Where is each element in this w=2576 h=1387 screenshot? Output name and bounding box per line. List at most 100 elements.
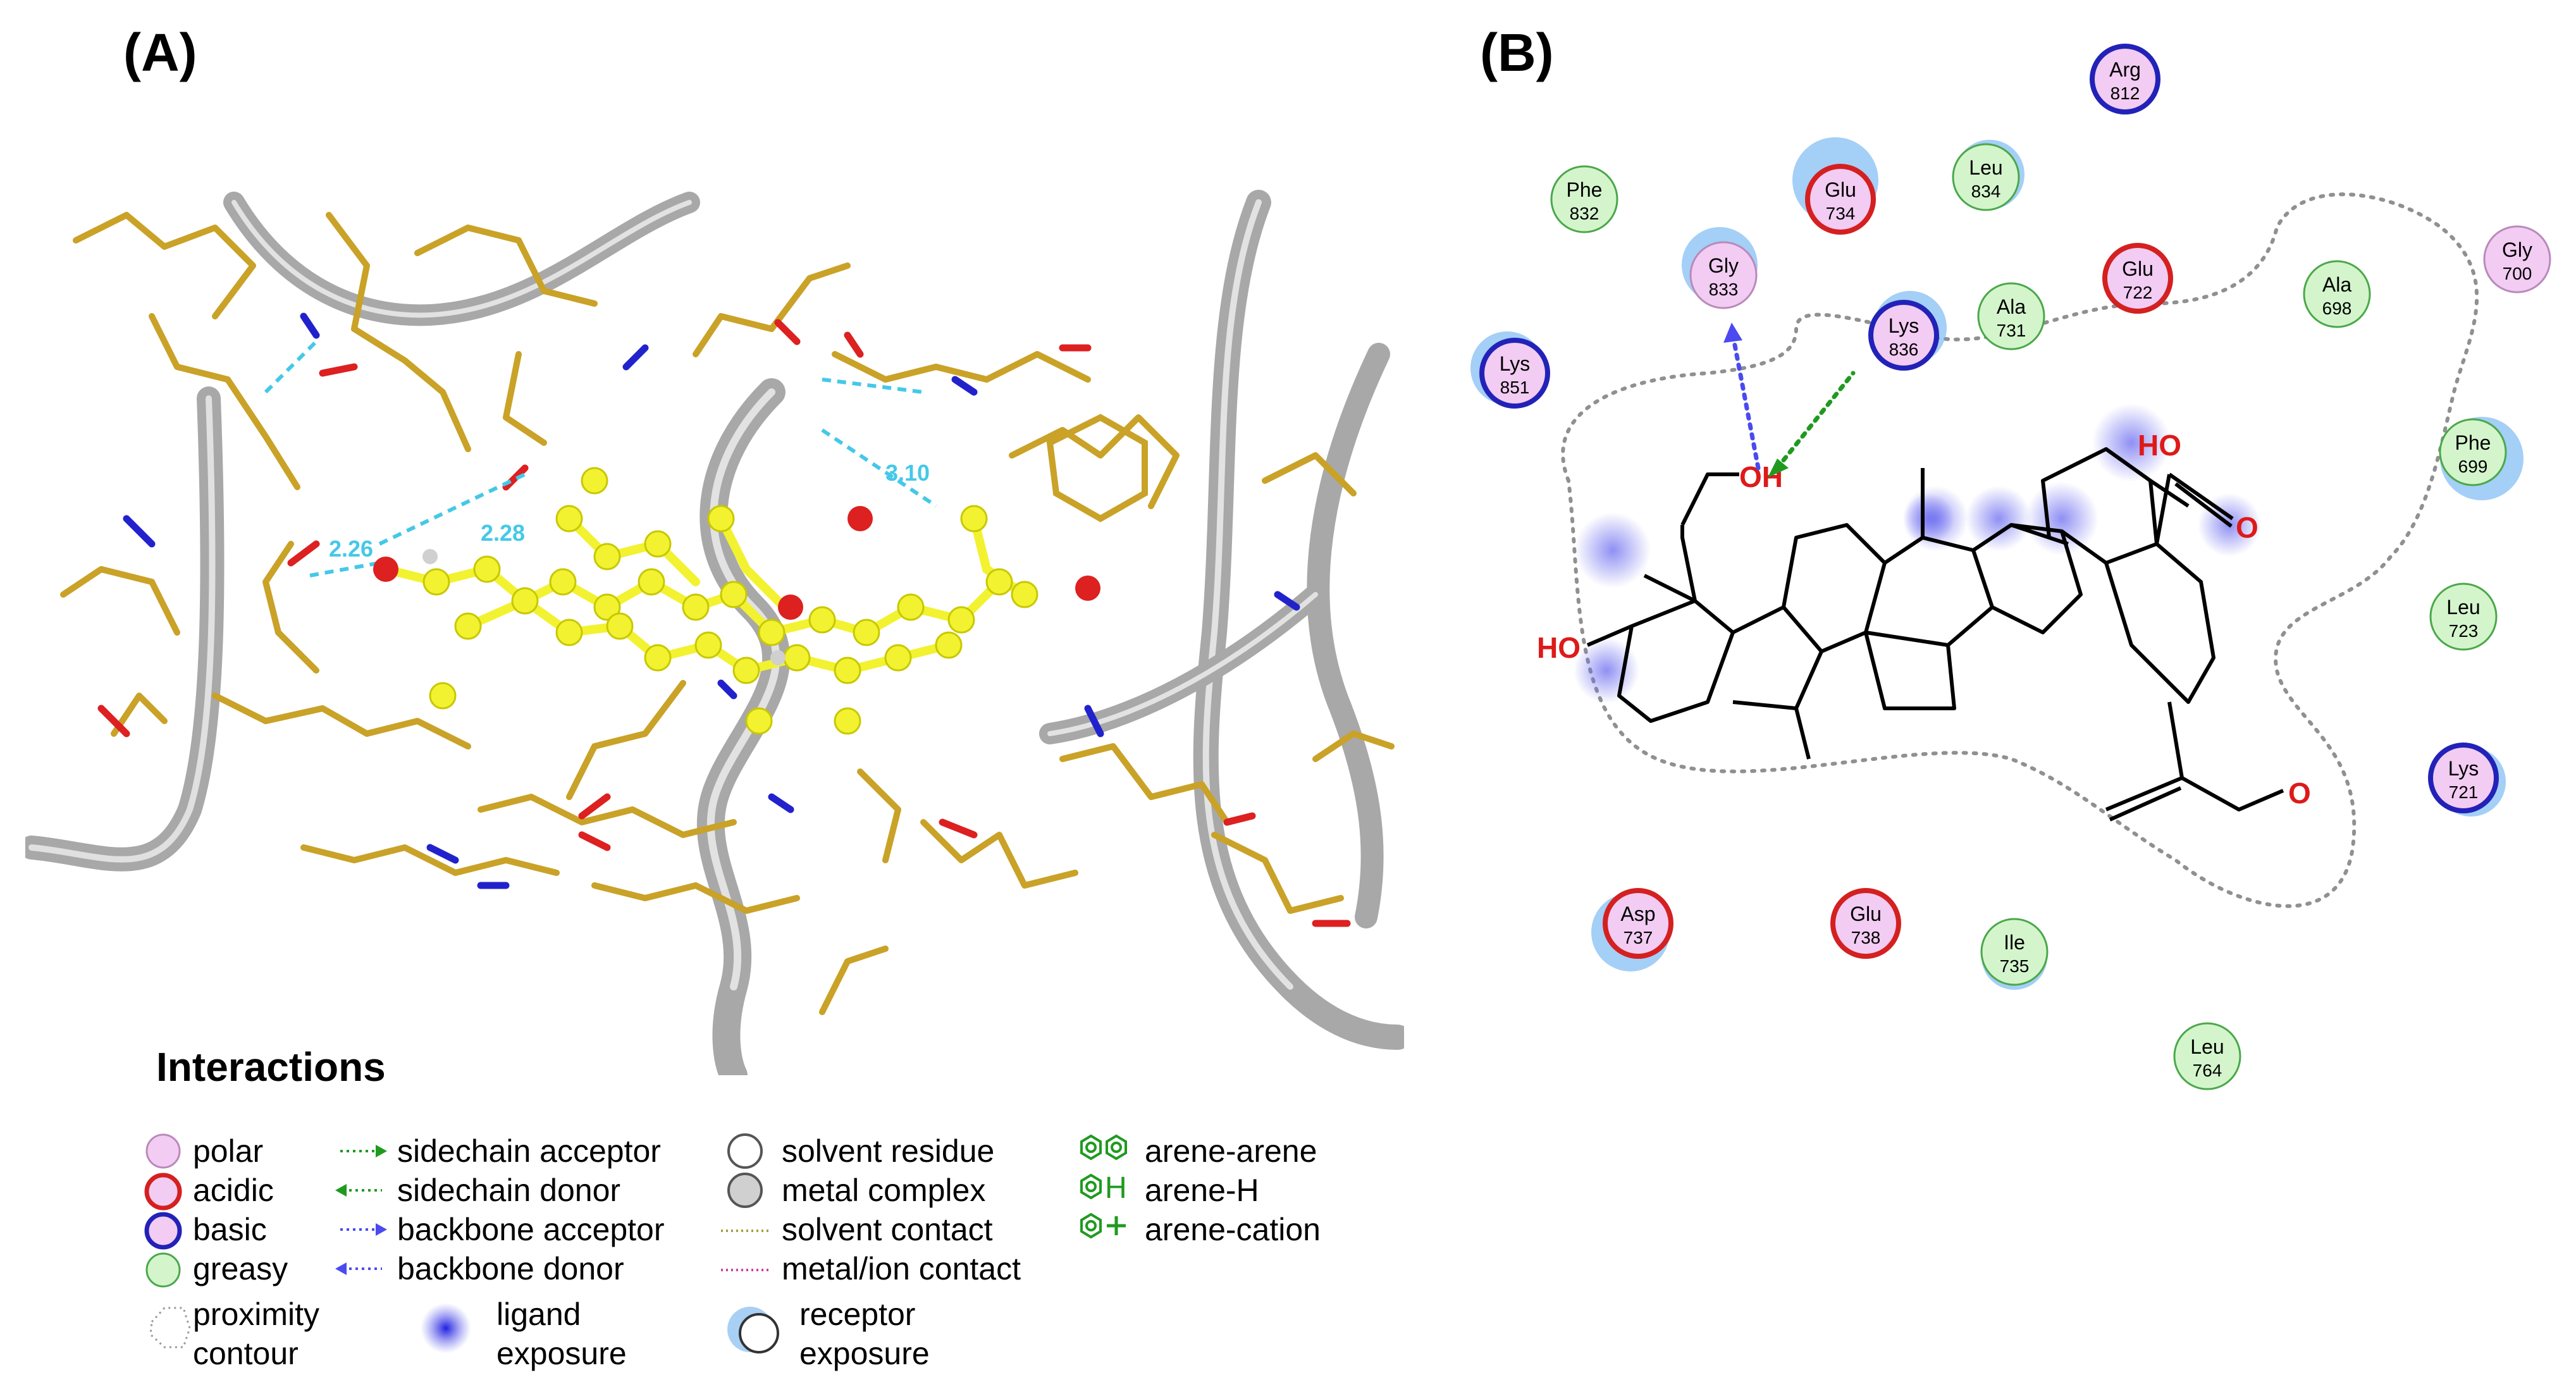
residue-disc — [1980, 918, 2049, 986]
legend-solvent-residue-label: solvent residue — [782, 1133, 995, 1169]
residue-phe-699: Phe 699 — [2439, 417, 2524, 500]
residue-disc — [2439, 418, 2507, 486]
residue-disc — [2090, 44, 2160, 114]
legend-basic-swatch — [144, 1212, 182, 1250]
sidechain-arrowhead — [1768, 459, 1789, 478]
residue-name: Ala — [1997, 295, 2026, 318]
residue-ala-731: Ala 731 — [1977, 282, 2045, 350]
residue-number: 699 — [2458, 457, 2488, 476]
distance-labels: 2.26 2.28 3.10 — [329, 460, 930, 562]
residue-asp-737: Asp 737 — [1591, 888, 1673, 971]
residue-number: 723 — [2449, 621, 2479, 641]
legend-ligand-exposure-label-2: exposure — [496, 1336, 627, 1371]
legend-greasy-label: greasy — [193, 1251, 288, 1286]
residue-lys-836: Lys 836 — [1868, 291, 1947, 371]
residue-number: 833 — [1709, 280, 1739, 299]
residue-number: 851 — [1500, 378, 1530, 397]
residue-number: 834 — [1971, 182, 2001, 201]
residue-name: Gly — [1708, 254, 1739, 277]
residue-disc — [1830, 888, 1901, 959]
legend-arrow-icons — [340, 1150, 382, 1270]
residue-name: Lys — [1889, 314, 1920, 337]
residue-disc — [2303, 260, 2371, 328]
residue-disc — [1550, 165, 1618, 233]
proximity-contour — [1561, 192, 2479, 908]
residue-disc — [2428, 743, 2499, 813]
legend-metal-complex-swatch — [727, 1173, 763, 1208]
legend-metal-complex-label: metal complex — [782, 1173, 986, 1208]
residue-disc — [1805, 164, 1876, 235]
residue-name: Arg — [2109, 58, 2141, 81]
residue-number: 698 — [2322, 299, 2352, 318]
legend-proximity-label-2: contour — [193, 1336, 299, 1371]
legend-proximity-label-1: proximity — [193, 1297, 320, 1332]
residue-number: 735 — [2000, 956, 2030, 976]
oh-left-label: HO — [1537, 631, 1581, 664]
panel-b-label: (B) — [1480, 23, 1554, 82]
residue-name: Gly — [2502, 238, 2532, 261]
residue-number: 721 — [2449, 782, 2479, 802]
interaction-arrows — [1730, 333, 1856, 471]
legend-arene-h-label: arene-H — [1145, 1173, 1259, 1208]
legend-backbone-acceptor-label: backbone acceptor — [397, 1212, 665, 1247]
distance-label-2: 2.28 — [481, 520, 525, 546]
residue-name: Lys — [2448, 757, 2479, 780]
residue-disc — [2102, 243, 2173, 314]
protein-ribbons — [25, 190, 1404, 1075]
residue-name: Glu — [1825, 178, 1856, 201]
residue-number: 832 — [1570, 204, 1599, 223]
residue-name: Ala — [2322, 273, 2351, 296]
residue-number: 737 — [1624, 928, 1653, 947]
residue-name: Leu — [2446, 596, 2480, 619]
residue-ala-698: Ala 698 — [2303, 260, 2371, 328]
legend-basic-label: basic — [193, 1212, 267, 1247]
backbone-arrowhead — [1723, 323, 1742, 343]
phenyl-ring — [1046, 414, 1148, 522]
carboxyl-o-label: O — [2236, 511, 2259, 544]
legend-sidechain-donor-label: sidechain donor — [397, 1173, 621, 1208]
residue-name: Phe — [2455, 431, 2491, 454]
legend-symbols: H — [144, 1133, 1127, 1353]
legend-solvent-contact-label: solvent contact — [782, 1212, 993, 1247]
residue-gly-833: Gly 833 — [1682, 227, 1758, 309]
residue-gly-700: Gly 700 — [2483, 225, 2551, 293]
residue-number: 731 — [1997, 321, 2026, 340]
legend-receptor-exposure-label-2: exposure — [799, 1336, 930, 1371]
residue-disc — [1977, 282, 2045, 350]
legend-proximity-icon — [149, 1307, 191, 1348]
legend-backbone-donor-label: backbone donor — [397, 1251, 624, 1286]
residue-name: Ile — [2004, 931, 2025, 954]
residue-number: 764 — [2193, 1061, 2222, 1080]
legend-arene-icons — [1080, 1134, 1127, 1239]
residue-leu-764: Leu 764 — [2173, 1022, 2241, 1090]
panel-a-label: (A) — [123, 23, 197, 82]
legend-arene-arene-label: arene-arene — [1145, 1133, 1317, 1169]
legend-acidic-swatch — [144, 1173, 182, 1211]
legend-ligand-exposure-label-1: ligand — [496, 1297, 581, 1332]
residue-number: 836 — [1889, 340, 1919, 359]
ligand-atoms — [422, 467, 1038, 735]
distance-lines — [264, 340, 937, 577]
residue-number: 700 — [2503, 264, 2532, 283]
residue-number: 722 — [2123, 283, 2153, 302]
carboxyl-ho-label: HO — [2138, 429, 2181, 462]
residue-name: Leu — [2190, 1035, 2224, 1058]
residue-name: Asp — [1620, 903, 1655, 925]
legend-title: Interactions — [156, 1044, 386, 1090]
residue-name: Glu — [2122, 257, 2154, 280]
ligand-skeleton — [1586, 447, 2284, 822]
residue-disc — [2429, 583, 2498, 651]
legend-solvent-residue-swatch — [727, 1133, 763, 1169]
residue-disc — [1868, 300, 1939, 371]
legend-receptor-exposure-label-1: receptor — [799, 1297, 916, 1332]
residue-disc — [1603, 888, 1673, 959]
